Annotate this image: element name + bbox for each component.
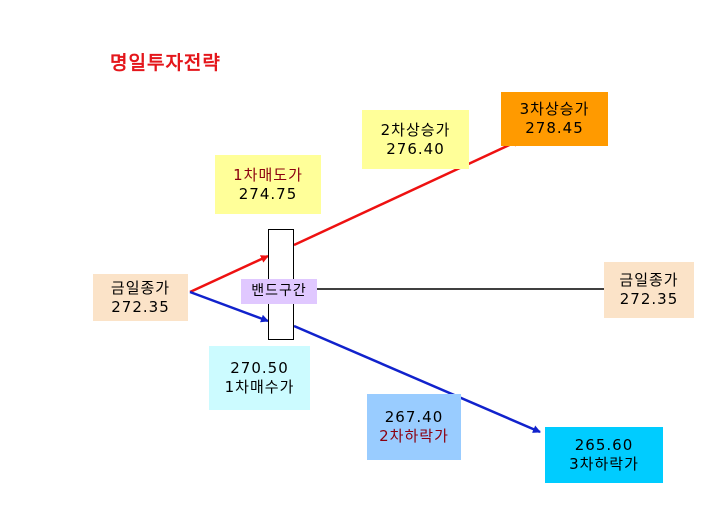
box-value: 272.35 xyxy=(619,290,679,308)
box-value: 274.75 xyxy=(238,184,298,203)
box-fall2: 267.40 2차하락가 xyxy=(367,394,461,460)
arrow-close-to-band-up xyxy=(189,254,269,294)
arrow-band-to-fall3 xyxy=(293,324,541,434)
box-label: 1차매도가 xyxy=(233,165,303,184)
box-value: 267.40 xyxy=(384,408,444,426)
box-value: 276.40 xyxy=(386,139,445,158)
box-rise2: 2차상승가 276.40 xyxy=(362,110,469,169)
box-value: 272.35 xyxy=(111,297,170,316)
box-rise3: 3차상승가 278.45 xyxy=(501,92,608,146)
band-label: 밴드구간 xyxy=(241,279,317,304)
box-label: 금일종가 xyxy=(110,278,171,297)
arrow-band-to-rise3 xyxy=(293,138,521,247)
box-label: 3차상승가 xyxy=(519,100,590,118)
box-label: 3차하락가 xyxy=(569,455,639,473)
box-label: 1차매수가 xyxy=(224,378,295,396)
box-value: 278.45 xyxy=(525,119,584,137)
box-close-left: 금일종가 272.35 xyxy=(93,274,188,321)
box-value: 265.60 xyxy=(574,436,634,454)
box-buy1: 270.50 1차매수가 xyxy=(209,346,310,410)
box-label: 2차하락가 xyxy=(379,427,449,445)
box-label: 금일종가 xyxy=(619,271,679,289)
box-label: 2차상승가 xyxy=(380,120,451,139)
box-fall3: 265.60 3차하락가 xyxy=(545,427,663,483)
page-title: 명일투자전략 xyxy=(110,52,221,74)
box-close-right: 금일종가 272.35 xyxy=(604,262,694,318)
box-sell1: 1차매도가 274.75 xyxy=(215,155,321,214)
arrow-close-to-band-down xyxy=(189,290,269,323)
box-value: 270.50 xyxy=(230,359,289,377)
